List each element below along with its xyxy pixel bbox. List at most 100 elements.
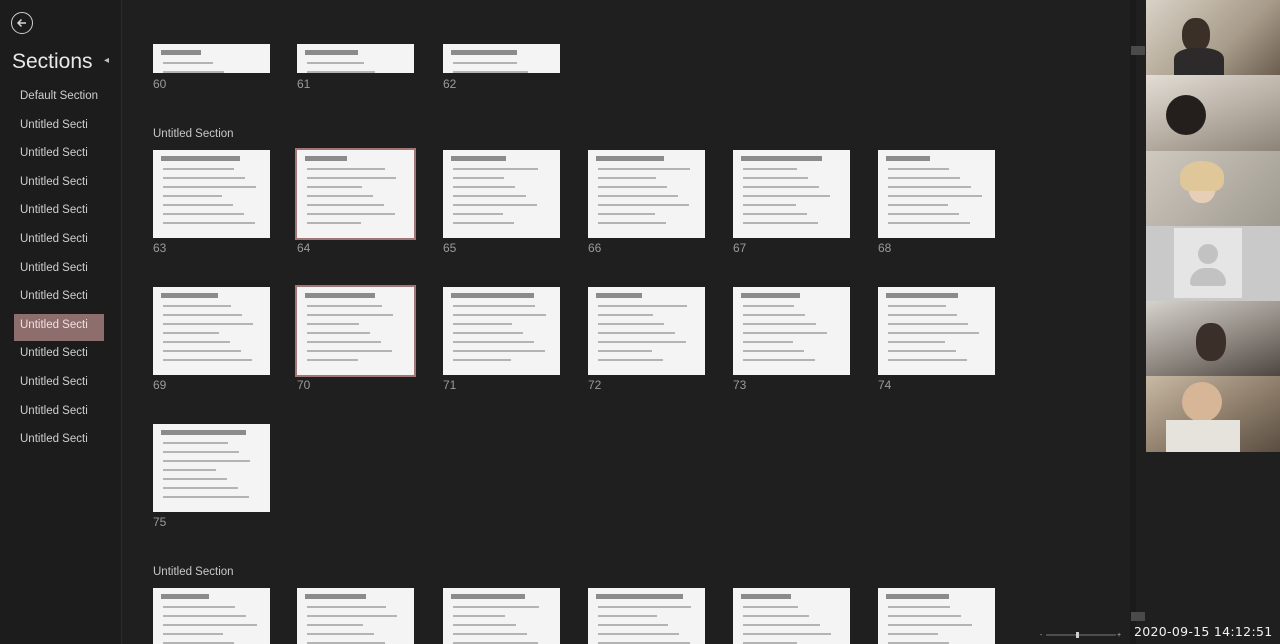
- slide-thumbnail[interactable]: [443, 588, 560, 644]
- section-item[interactable]: Untitled Secti: [20, 118, 88, 131]
- slide-text-line: [888, 606, 950, 608]
- slide-text-line: [163, 451, 239, 453]
- section-item[interactable]: Untitled Secti: [20, 404, 88, 417]
- slide-thumbnail[interactable]: [733, 588, 850, 644]
- slide-title-placeholder: [886, 293, 958, 298]
- slide-thumbnail[interactable]: [153, 150, 270, 238]
- slide-title-placeholder: [161, 594, 209, 599]
- slide-text-line: [453, 168, 538, 170]
- slide-text-line: [307, 213, 395, 215]
- slide-text-line: [598, 633, 679, 635]
- slide-title-placeholder: [741, 156, 822, 161]
- slide-number: 67: [733, 241, 747, 255]
- section-item[interactable]: Untitled Secti: [20, 204, 88, 217]
- slide-text-line: [307, 177, 396, 179]
- participant-video: [1146, 75, 1280, 151]
- slide-text-line: [163, 168, 234, 170]
- slide-text-line: [598, 606, 691, 608]
- slide-thumbnail[interactable]: [878, 588, 995, 644]
- slide-text-line: [163, 186, 256, 188]
- slide-text-line: [743, 633, 831, 635]
- slide-thumbnail[interactable]: [297, 588, 414, 644]
- slide-text-line: [598, 615, 657, 617]
- section-item[interactable]: Untitled Secti: [20, 232, 88, 245]
- collapse-chevron-icon[interactable]: ◂: [104, 55, 110, 66]
- slide-text-line: [453, 71, 528, 73]
- slide-text-line: [743, 323, 816, 325]
- participant-video: [1146, 0, 1280, 75]
- participant-video: [1146, 376, 1280, 452]
- svg-text:-: -: [1040, 632, 1043, 638]
- slide-thumbnail[interactable]: [733, 287, 850, 375]
- section-item[interactable]: Untitled Secti: [20, 347, 88, 360]
- slide-text-line: [307, 62, 364, 64]
- slide-text-line: [163, 633, 223, 635]
- section-heading: Untitled Section: [153, 566, 234, 578]
- slide-thumbnail[interactable]: [878, 150, 995, 238]
- slide-thumbnail[interactable]: [153, 287, 270, 375]
- slide-number: 75: [153, 515, 167, 529]
- slide-text-line: [163, 624, 257, 626]
- section-item[interactable]: Untitled Secti: [20, 261, 88, 274]
- slide-number: 63: [153, 241, 167, 255]
- slide-text-line: [453, 624, 516, 626]
- slide-text-line: [888, 204, 948, 206]
- slide-thumbnail[interactable]: [295, 148, 416, 240]
- slide-text-line: [307, 633, 374, 635]
- slide-text-line: [307, 168, 385, 170]
- slide-text-line: [888, 222, 970, 224]
- back-button[interactable]: [11, 12, 33, 34]
- slide-text-line: [163, 442, 228, 444]
- zoom-slider[interactable]: - +: [1040, 632, 1122, 638]
- slide-text-line: [163, 460, 250, 462]
- slide-title-placeholder: [451, 293, 534, 298]
- slide-text-line: [888, 186, 971, 188]
- slide-thumbnail[interactable]: [153, 424, 270, 512]
- section-item[interactable]: Untitled Secti: [20, 433, 88, 446]
- slide-text-line: [743, 213, 807, 215]
- slide-text-line: [888, 168, 949, 170]
- slide-text-line: [307, 204, 384, 206]
- scroll-up-arrow[interactable]: [1131, 46, 1145, 55]
- scrollbar[interactable]: [1130, 0, 1136, 644]
- slide-thumbnail[interactable]: [733, 150, 850, 238]
- slide-thumbnail[interactable]: [443, 287, 560, 375]
- scroll-down-arrow[interactable]: [1131, 612, 1145, 621]
- slide-thumbnail[interactable]: [443, 44, 560, 73]
- slide-thumbnail[interactable]: [153, 588, 270, 644]
- slide-thumbnail[interactable]: [588, 287, 705, 375]
- slide-title-placeholder: [596, 293, 642, 298]
- slide-thumbnail[interactable]: [588, 588, 705, 644]
- slide-text-line: [888, 314, 957, 316]
- participant-video: [1146, 301, 1280, 376]
- slide-text-line: [453, 323, 512, 325]
- slide-title-placeholder: [451, 156, 506, 161]
- section-item[interactable]: Untitled Secti: [20, 175, 88, 188]
- section-item[interactable]: Untitled Secti: [20, 147, 88, 160]
- slide-thumbnail[interactable]: [443, 150, 560, 238]
- section-item[interactable]: Untitled Secti: [14, 313, 104, 341]
- slide-title-placeholder: [741, 594, 791, 599]
- section-item[interactable]: Untitled Secti: [20, 290, 88, 303]
- section-item[interactable]: Untitled Secti: [20, 375, 88, 388]
- slide-number: 69: [153, 378, 167, 392]
- slide-thumbnail[interactable]: [297, 44, 414, 73]
- slide-text-line: [598, 642, 690, 644]
- slide-thumbnail[interactable]: [588, 150, 705, 238]
- slide-text-line: [307, 222, 361, 224]
- slide-number: 65: [443, 241, 457, 255]
- section-item[interactable]: Default Section: [20, 90, 98, 102]
- slide-thumbnail[interactable]: [295, 285, 416, 377]
- slide-text-line: [307, 642, 385, 644]
- slide-text-line: [163, 314, 242, 316]
- slide-thumbnail[interactable]: [153, 44, 270, 73]
- slide-thumbnail[interactable]: [878, 287, 995, 375]
- slide-number: 71: [443, 378, 457, 392]
- slide-text-line: [453, 305, 535, 307]
- slide-text-line: [598, 204, 689, 206]
- slide-text-line: [453, 177, 504, 179]
- slide-title-placeholder: [596, 594, 683, 599]
